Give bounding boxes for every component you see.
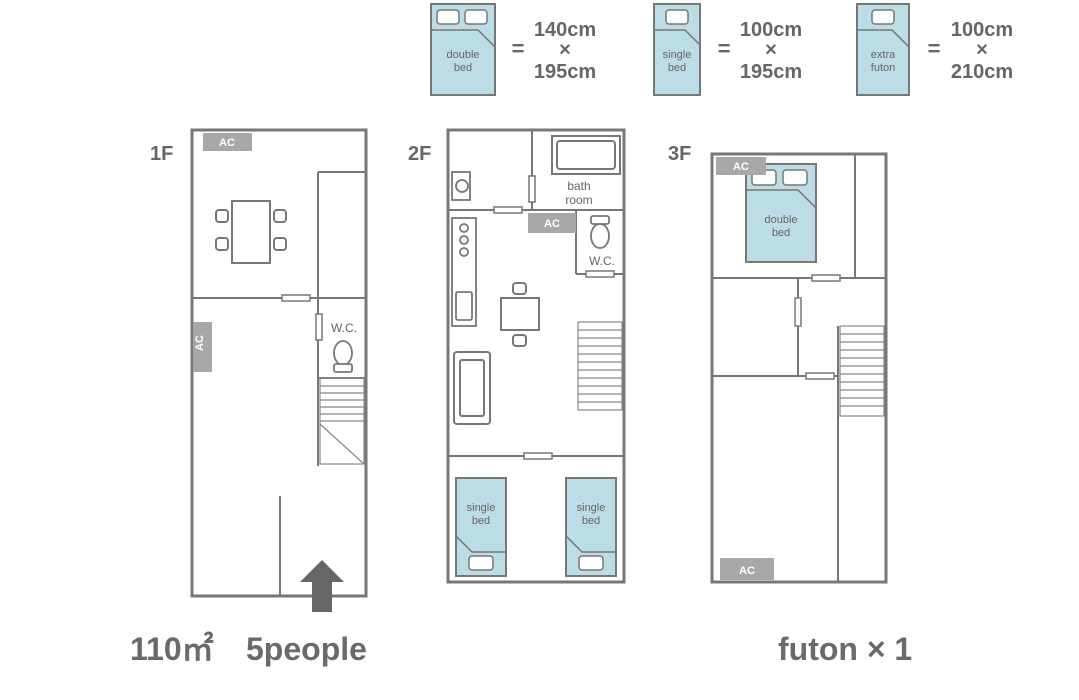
pillow-icon [436, 9, 460, 25]
futon-count-text: futon × 1 [778, 631, 912, 667]
pillow-icon [578, 555, 604, 571]
bed-label-1: single [467, 502, 496, 514]
legend-times: × [765, 39, 777, 61]
single-bed-left-2f: single bed [455, 477, 507, 577]
dining-table-2f [500, 282, 540, 347]
door-wc-1f [315, 313, 323, 341]
bed-label-1: single [577, 502, 606, 514]
door-bath-2f [528, 175, 536, 203]
ac-unit-2f [528, 213, 576, 233]
legend-double-bed: double bed [430, 3, 496, 96]
legend-double-label-1: double [446, 49, 479, 61]
door-3f-side [794, 297, 802, 327]
floor-3f-plan [710, 152, 888, 584]
entrance-arrow-icon [300, 560, 344, 612]
legend-single-label-1: single [663, 49, 692, 61]
ac-label-1f-left: AC [194, 335, 206, 351]
toilet-icon [590, 215, 610, 249]
door-3f-upper [811, 274, 841, 282]
area-text: 110㎡ [130, 631, 214, 667]
stairs-3f [839, 325, 885, 417]
legend-single-length: 195cm [740, 61, 802, 83]
door-1f [281, 294, 311, 302]
bed-label-2: bed [772, 227, 790, 239]
legend-single-width: 100cm [740, 19, 802, 41]
legend-single-bed: single bed [653, 3, 701, 96]
legend-times: × [976, 39, 988, 61]
sofa-icon [453, 351, 491, 425]
floor-label-1f: 1F [150, 143, 173, 165]
stairs-2f [577, 321, 623, 411]
bathroom-label-1: bath [567, 179, 590, 193]
washbasin-icon [451, 171, 471, 201]
door-wc-2f [585, 270, 615, 278]
ac-label-1f-top: AC [219, 137, 235, 149]
ac-unit-1f-left [193, 322, 212, 372]
ac-unit-1f-top [203, 133, 252, 151]
wc-label-1f: W.C. [331, 321, 357, 335]
kitchen-counter-icon [451, 217, 477, 327]
ac-label-2f: AC [544, 218, 560, 230]
door-bedroom-2f [523, 452, 553, 460]
pillow-icon [871, 9, 895, 25]
legend-single-label-2: bed [668, 62, 686, 74]
wc-label-2f: W.C. [589, 254, 615, 268]
capacity-text: 5people [246, 631, 367, 667]
bed-label-2: bed [472, 515, 490, 527]
legend-futon-length: 210cm [951, 61, 1013, 83]
legend-futon-width: 100cm [951, 19, 1013, 41]
pillow-icon [665, 9, 689, 25]
ac-unit-3f-bottom [720, 558, 774, 580]
dining-table-1f [215, 200, 287, 264]
legend-futon-label-1: extra [871, 49, 896, 61]
bathtub-icon [551, 135, 621, 175]
pillow-icon [468, 555, 494, 571]
single-bed-right-2f: single bed [565, 477, 617, 577]
legend-double-label-2: bed [454, 62, 472, 74]
bed-label-1: double [764, 214, 797, 226]
ac-label-3f-bottom: AC [739, 565, 755, 577]
legend-double-width: 140cm [534, 19, 596, 41]
legend-equals: = [512, 36, 525, 61]
pillow-icon [464, 9, 488, 25]
floor-label-3f: 3F [668, 143, 691, 165]
ac-label-3f-top: AC [733, 161, 749, 173]
legend-futon-label-2: futon [871, 62, 895, 74]
legend-equals: = [718, 36, 731, 61]
legend-double-length: 195cm [534, 61, 596, 83]
door-2f [493, 206, 523, 214]
legend-equals: = [928, 36, 941, 61]
bathroom-label-2: room [565, 193, 592, 207]
double-bed-3f: double bed [745, 163, 817, 263]
bed-label-2: bed [582, 515, 600, 527]
stairs-1f [319, 377, 365, 465]
door-3f-lower [805, 372, 835, 380]
floor-label-2f: 2F [408, 143, 431, 165]
toilet-icon [333, 340, 353, 373]
ac-unit-3f-top [716, 157, 766, 175]
pillow-icon [782, 169, 808, 186]
legend-extra-futon: extra futon [856, 3, 910, 96]
legend-times: × [559, 39, 571, 61]
